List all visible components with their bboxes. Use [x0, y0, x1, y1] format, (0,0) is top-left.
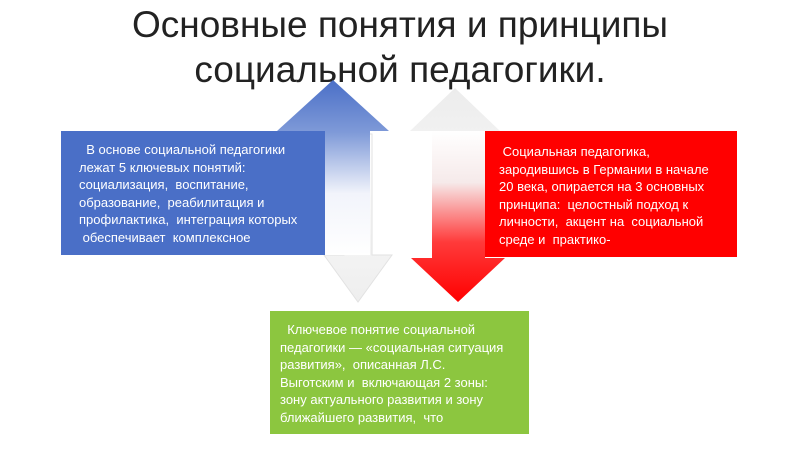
red-text-box: Социальная педагогика, зародившись в Гер… [485, 131, 737, 257]
blue-box-line: социализация, воспитание, [79, 177, 249, 193]
title-line-1: Основные понятия и принципы [132, 4, 668, 45]
blue-box-line: В основе социальной педагогики [79, 142, 286, 157]
red-box-line: среде и практико- [499, 231, 611, 247]
green-box-line: развития», описанная Л.С. [280, 357, 446, 373]
green-box-line: Ключевое понятие социальной [280, 322, 476, 337]
green-box-line: ближайшего развития, что [280, 409, 444, 425]
blue-box-line: лежат 5 ключевых понятий: [79, 159, 246, 175]
red-box-line: 20 века, опирается на 3 основных [499, 179, 705, 195]
green-box-line: Выготским и включающая 2 зоны: [280, 374, 488, 390]
blue-box-line: образование, реабилитация и [79, 194, 265, 210]
red-box-line: Социальная педагогика, [499, 144, 650, 159]
red-box-line: личности, акцент на социальной [499, 214, 704, 230]
green-box-line: педагогики — «социальная ситуация [280, 339, 504, 355]
blue-box-line: профилактика, интеграция которых [79, 212, 298, 228]
green-box-line: зону актуального развития и зону [280, 392, 484, 408]
red-down-arrow [411, 131, 505, 302]
green-text-box: Ключевое понятие социальной педагогики —… [270, 311, 529, 434]
red-box-line: принципа: целостный подход к [499, 196, 689, 212]
title-line-2: социальной педагогики. [194, 49, 606, 90]
red-box-line: зародившись в Германии в начале [499, 161, 709, 177]
blue-box-line: обеспечивает комплексное [79, 229, 251, 245]
blue-text-box: В основе социальной педагогики лежат 5 к… [61, 131, 325, 255]
slide-title: Основные понятия и принципы социальной п… [0, 2, 800, 92]
